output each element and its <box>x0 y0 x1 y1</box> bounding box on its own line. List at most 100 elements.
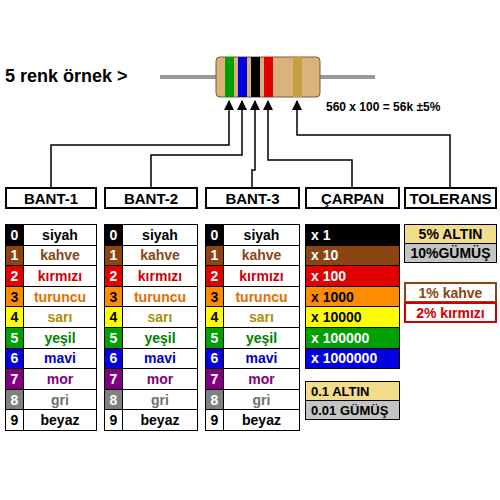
band-row: 5yeşil <box>5 327 97 349</box>
row-text: 2% kırmızı <box>406 304 495 321</box>
digit-value: 4 <box>105 307 123 327</box>
resistor-symbol <box>160 57 375 97</box>
band-row: 8gri <box>5 389 97 411</box>
color-name: mavi <box>224 349 299 369</box>
row-text: x 10 <box>306 246 399 266</box>
row-text: 0.1 ALTIN <box>306 382 399 400</box>
tolerance-row: 1% kahve <box>404 282 497 303</box>
digit-value: 1 <box>206 246 224 266</box>
color-name: mavi <box>123 349 197 369</box>
digit-value: 5 <box>105 328 123 348</box>
digit-value: 7 <box>206 369 224 389</box>
digit-value: 7 <box>105 369 123 389</box>
digit-value: 0 <box>206 225 224 245</box>
band-row: 4sarı <box>104 306 198 328</box>
row-text: x 100000 <box>306 328 399 348</box>
color-name: mor <box>24 369 96 389</box>
band-row: 7mor <box>104 368 198 390</box>
color-band <box>225 57 234 97</box>
color-name: mor <box>123 369 197 389</box>
digit-value: 8 <box>206 390 224 410</box>
color-name: kırmızı <box>123 266 197 286</box>
band-row: 3turuncu <box>205 286 300 308</box>
band-row: 7mor <box>205 368 300 390</box>
color-name: sarı <box>24 307 96 327</box>
column-header: BANT-3 <box>205 187 300 209</box>
digit-value: 2 <box>6 266 24 286</box>
color-name: yeşil <box>224 328 299 348</box>
band-row: 5yeşil <box>205 327 300 349</box>
row-text: x 1000000 <box>306 349 399 369</box>
band-row: 2kırmızı <box>104 265 198 287</box>
color-name: gri <box>24 390 96 410</box>
row-text: 5% ALTIN <box>405 225 496 243</box>
color-band <box>264 57 273 97</box>
column-header: BANT-1 <box>5 187 97 209</box>
color-name: beyaz <box>24 410 96 430</box>
column-header: TOLERANS <box>404 187 497 209</box>
row-text: x 1 <box>306 225 399 245</box>
band-row: 1kahve <box>205 245 300 267</box>
band-row: 9beyaz <box>104 409 198 431</box>
color-name: mor <box>224 369 299 389</box>
multiplier-row: x 100 <box>305 265 400 287</box>
row-text: x 1000 <box>306 287 399 307</box>
color-name: siyah <box>24 225 96 245</box>
row-text: x 10000 <box>306 307 399 327</box>
color-name: turuncu <box>224 287 299 307</box>
multiplier-row: x 1000000 <box>305 348 400 370</box>
row-text: 1% kahve <box>406 284 495 301</box>
band-row: 6mavi <box>205 348 300 370</box>
band-row: 0siyah <box>205 224 300 246</box>
band-row: 8gri <box>205 389 300 411</box>
tolerance-row: 10%GÜMÜŞ <box>404 243 497 263</box>
color-name: kırmızı <box>24 266 96 286</box>
digit-value: 9 <box>206 410 224 430</box>
example-title: 5 renk örnek > <box>5 66 128 87</box>
resistor-lead <box>160 75 218 79</box>
digit-value: 5 <box>6 328 24 348</box>
digit-value: 8 <box>105 390 123 410</box>
multiplier-row: x 100000 <box>305 327 400 349</box>
row-text: x 100 <box>306 266 399 286</box>
header-text: BANT-3 <box>207 189 298 207</box>
color-name: gri <box>123 390 197 410</box>
digit-value: 0 <box>6 225 24 245</box>
band-row: 6mavi <box>5 348 97 370</box>
leader-line <box>51 101 229 187</box>
digit-value: 3 <box>206 287 224 307</box>
color-band <box>293 57 302 97</box>
band-row: 6mavi <box>104 348 198 370</box>
band-row: 2kırmızı <box>205 265 300 287</box>
color-name: sarı <box>123 307 197 327</box>
band-row: 4sarı <box>5 306 97 328</box>
band-row: 4sarı <box>205 306 300 328</box>
color-band <box>251 57 260 97</box>
color-name: siyah <box>123 225 197 245</box>
digit-value: 3 <box>105 287 123 307</box>
leader-lines <box>51 101 450 187</box>
header-text: TOLERANS <box>406 189 495 207</box>
digit-value: 4 <box>6 307 24 327</box>
band-row: 3turuncu <box>104 286 198 308</box>
band-row: 8gri <box>104 389 198 411</box>
color-name: kahve <box>123 246 197 266</box>
column-header: ÇARPAN <box>305 187 400 209</box>
digit-value: 4 <box>206 307 224 327</box>
band-row: 3turuncu <box>5 286 97 308</box>
multiplier-row: x 10000 <box>305 306 400 328</box>
leader-line <box>252 101 255 187</box>
tolerance-row: 2% kırmızı <box>404 302 497 323</box>
color-name: beyaz <box>224 410 299 430</box>
leader-line <box>151 101 242 187</box>
digit-value: 5 <box>206 328 224 348</box>
color-band <box>238 57 247 97</box>
digit-value: 6 <box>105 349 123 369</box>
row-text: 0.01 GÜMÜŞ <box>306 401 399 419</box>
band-row: 0siyah <box>104 224 198 246</box>
band-row: 5yeşil <box>104 327 198 349</box>
digit-value: 6 <box>6 349 24 369</box>
color-name: gri <box>224 390 299 410</box>
multiplier-row: 0.1 ALTIN <box>305 381 400 401</box>
digit-value: 2 <box>206 266 224 286</box>
